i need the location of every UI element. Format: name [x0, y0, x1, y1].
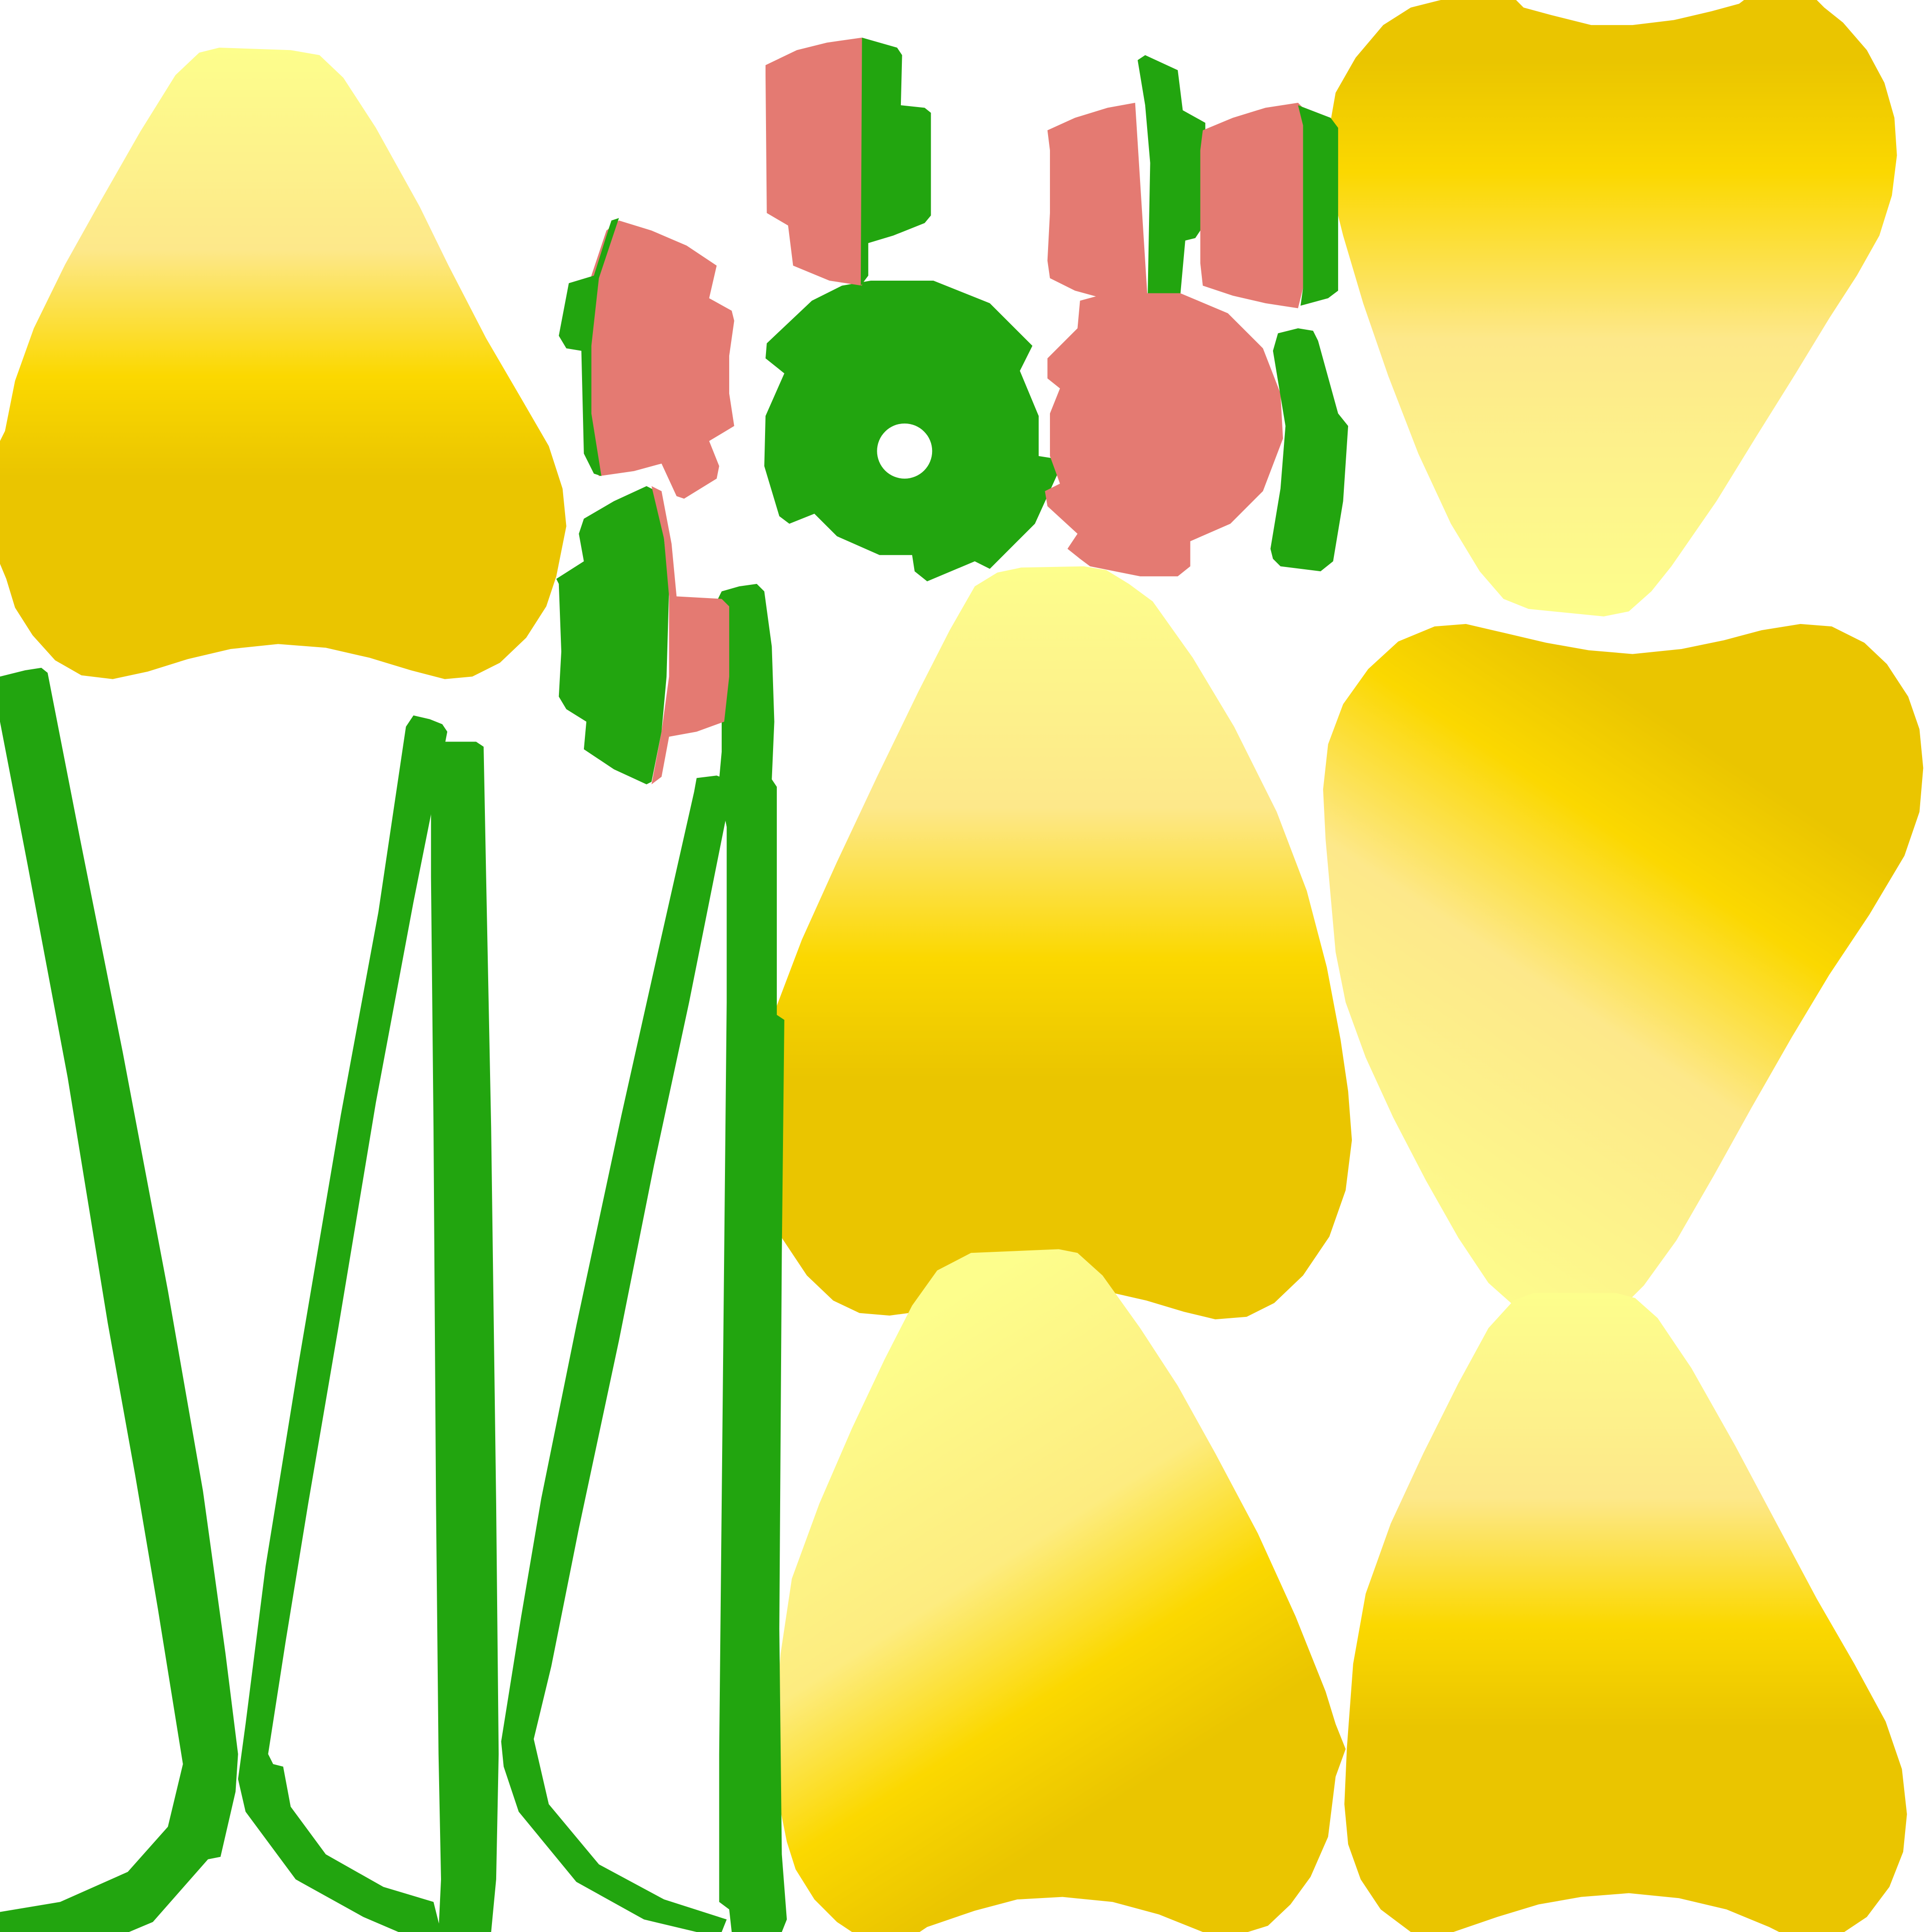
petal-bottom-right: [1344, 1293, 1907, 1932]
sepal-ring-hole: [877, 423, 933, 479]
sepal-ring: [764, 281, 1060, 582]
stem-diagonal: [501, 775, 729, 1932]
sepal-leaf-top-green: [860, 37, 931, 286]
sepal-leaf-right-upper-pink: [1047, 102, 1148, 306]
sepal-leaf-right-green: [1298, 105, 1338, 306]
stem-center-tall: [431, 741, 499, 1932]
sepal-leaves: [556, 37, 1349, 784]
sepal-leaf-left-green: [558, 218, 619, 476]
sepal-leaf-lower-green: [556, 486, 669, 784]
stem-left-inner: [238, 715, 448, 1932]
sepal-leaf-left-pink: [583, 220, 734, 499]
petal-top-right: [1328, 0, 1897, 616]
petal-top-left: [0, 47, 566, 679]
sepal-leaf-top-pink: [765, 37, 862, 286]
petal-right-middle: [1323, 624, 1924, 1311]
stem-left-long: [0, 667, 238, 1932]
petal-bottom-middle: [774, 1249, 1346, 1932]
sepal-leaf-right-pink: [1200, 102, 1303, 308]
stem-group: [0, 583, 787, 1932]
petal-center: [760, 566, 1352, 1320]
sepal-leaf-lower-pink: [651, 486, 729, 784]
stem-right-vertical: [716, 583, 787, 1932]
sepal-leaf-right-upper-green: [1137, 55, 1206, 301]
sepal-leaf-right-wheel-pink: [1045, 293, 1283, 576]
sepal-leaf-far-right-green: [1270, 328, 1349, 572]
